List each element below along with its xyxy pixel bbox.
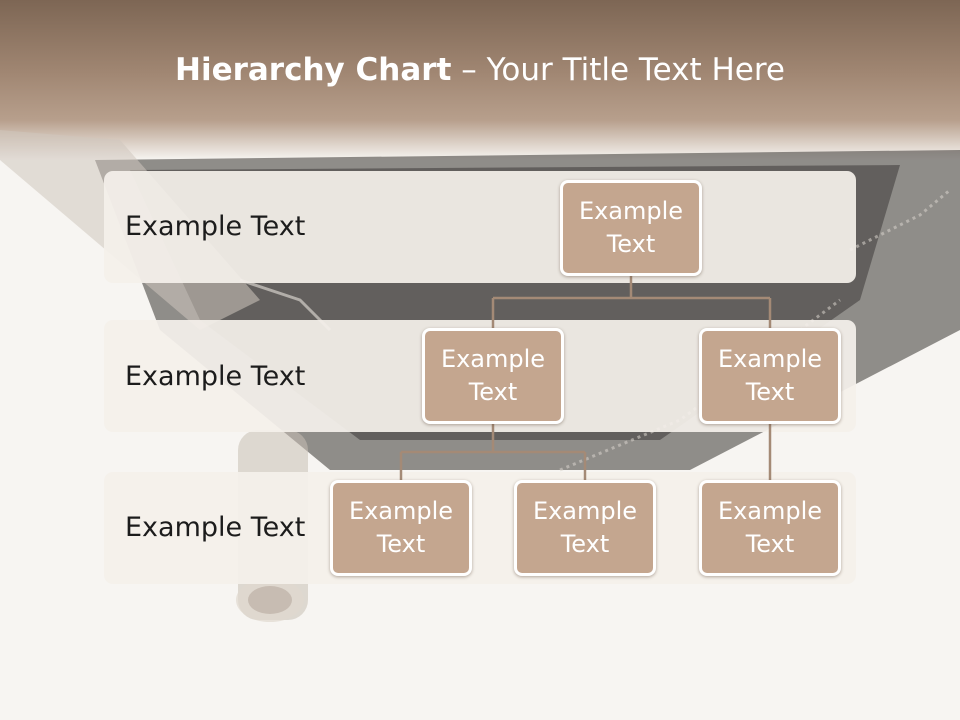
node-level3-a: Example Text <box>330 480 472 576</box>
header-band <box>0 0 960 160</box>
slide-title: Hierarchy Chart – Your Title Text Here <box>0 52 960 88</box>
node-root: Example Text <box>560 180 702 276</box>
row-label-2: Example Text <box>125 361 306 392</box>
title-rest-part: – Your Title Text Here <box>451 52 785 88</box>
node-level2-right: Example Text <box>699 328 841 424</box>
node-level3-b: Example Text <box>514 480 656 576</box>
row-label-1: Example Text <box>125 211 306 242</box>
row-label-3: Example Text <box>125 512 306 543</box>
node-level2-left: Example Text <box>422 328 564 424</box>
title-bold-part: Hierarchy Chart <box>175 52 452 88</box>
node-level3-c: Example Text <box>699 480 841 576</box>
row-band-1 <box>104 171 856 283</box>
